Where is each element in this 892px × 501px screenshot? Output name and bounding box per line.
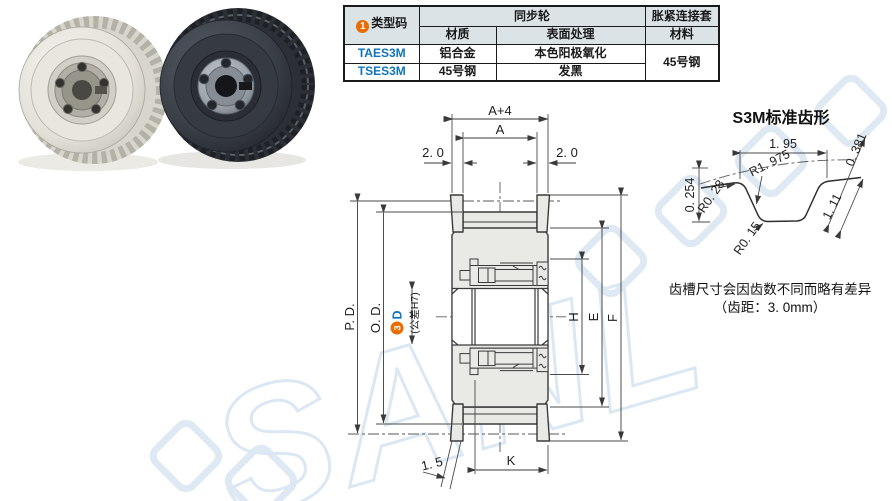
surface-cell: 本色阳极氧化 xyxy=(495,43,646,64)
dim-a: A xyxy=(496,122,505,137)
bore-hole xyxy=(452,289,548,345)
dim-pd: P. D. xyxy=(342,303,357,330)
sleeve-material-cell: 45号钢 xyxy=(644,43,720,82)
tooth-note-line2: （齿距：3. 0mm） xyxy=(714,300,827,315)
flange-tab xyxy=(536,194,551,233)
tooth-profile-drawing: S3M标准齿形 1. 95 0. 381 0. 254 R0. 28 R1. 9… xyxy=(669,108,872,315)
dim-a-plus-4: A+4 xyxy=(488,103,512,118)
tooth-outline xyxy=(700,176,862,223)
surface-cell: 发黑 xyxy=(495,62,646,82)
header-sleeve-material: 材料 xyxy=(644,25,720,45)
tooth-dim-lines xyxy=(692,137,866,240)
dimension-lines xyxy=(354,116,624,479)
table-row: TSES3M 45号钢 发黑 xyxy=(343,62,719,82)
flange-tab xyxy=(449,194,464,233)
dim-top-width: 1. 95 xyxy=(769,137,797,151)
table-row: TAES3M 铝合金 本色阳极氧化 45号钢 xyxy=(343,43,720,82)
header-surface: 表面处理 xyxy=(495,25,646,45)
dim-e: E xyxy=(586,312,601,321)
extension-lines xyxy=(350,114,628,490)
dim-0381: 0. 381 xyxy=(843,131,869,169)
badge-1: 1 xyxy=(356,20,370,34)
tooth-dim-labels: 1. 95 0. 381 0. 254 R0. 28 R1. 975 1. 11… xyxy=(669,131,872,315)
expansion-sleeve-lower xyxy=(459,347,549,376)
pulley-photo-aluminium xyxy=(18,16,168,171)
dim-k: K xyxy=(507,453,516,468)
dim-h: H xyxy=(566,312,581,321)
bore-letter: D xyxy=(391,310,405,319)
bore-lines xyxy=(451,287,549,346)
dim-od: O. D. xyxy=(368,303,383,333)
flange-tab xyxy=(449,403,464,442)
header-sleeve: 胀紧连接套 xyxy=(644,5,720,27)
dim-flange-left: 2. 0 xyxy=(422,145,444,160)
clamp-bolts-right xyxy=(198,57,254,111)
dim-0254: 0. 254 xyxy=(683,178,697,213)
flange-tab xyxy=(536,403,551,442)
watermark-hex-chain xyxy=(149,74,888,501)
dim-111: 1. 11 xyxy=(820,191,845,221)
bore-badge: 3 xyxy=(393,325,404,330)
material-cell: 45号钢 xyxy=(418,62,497,82)
material-cell: 铝合金 xyxy=(418,43,497,64)
pulley-photo-steel xyxy=(158,8,315,169)
dim-bore-tolerance: (公差H7) xyxy=(408,292,421,333)
part-code: TAES3M xyxy=(343,43,420,64)
tooth-note-line1: 齿槽尺寸会因齿数不同而略有差异 xyxy=(669,282,872,297)
expansion-sleeve-upper xyxy=(459,258,549,286)
dim-f: F xyxy=(605,314,620,322)
header-material: 材质 xyxy=(418,25,497,45)
dimension-labels: A+4 A 2. 0 2. 0 P. D. O. D. 3 D (公差H7) H… xyxy=(342,103,620,474)
tooth-profile-title: S3M标准齿形 xyxy=(733,108,830,127)
dim-r015: R0. 15 xyxy=(731,219,764,257)
part-code: TSES3M xyxy=(343,62,420,82)
dim-r1975: R1. 975 xyxy=(747,147,792,179)
clamp-bolts-left xyxy=(54,61,110,115)
cross-section-drawing: A+4 A 2. 0 2. 0 P. D. O. D. 3 D (公差H7) H… xyxy=(342,103,628,490)
dim-r028: R0. 28 xyxy=(695,177,728,215)
dim-bore: 3 D xyxy=(390,310,405,335)
dim-flange-right: 2. 0 xyxy=(556,145,578,160)
product-photos xyxy=(18,8,315,171)
dim-flange-thickness: 1. 5 xyxy=(420,454,445,474)
header-sync-pulley: 同步轮 xyxy=(418,5,646,27)
